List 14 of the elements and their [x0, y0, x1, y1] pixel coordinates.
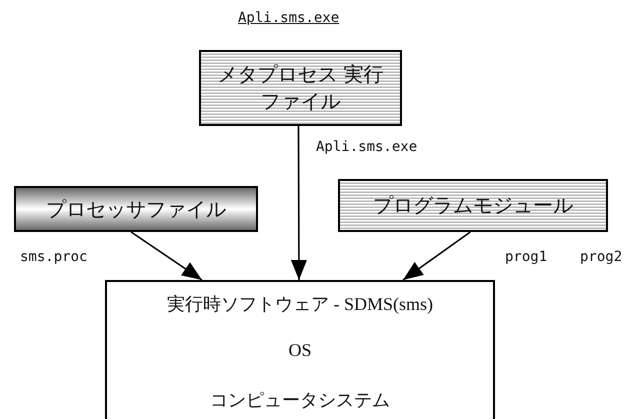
process-box: プロセッサファイル [14, 186, 258, 232]
arrow [402, 231, 471, 281]
file-name: sms.proc [20, 249, 88, 265]
arrow [290, 126, 307, 280]
file-name: Apli.sms.exe [238, 10, 340, 26]
file-name: prog1 [505, 249, 548, 265]
layer-box: 実行時ソフトウェア - SDMS(sms) [105, 280, 495, 328]
process-box: プログラムモジュール [338, 179, 608, 232]
layer-box: OS [105, 326, 495, 376]
file-name: prog2 [580, 249, 622, 265]
arrow [130, 231, 202, 281]
process-box: メタプロセス 実行ファイル [199, 50, 402, 126]
edge-label: Apli.sms.exe [316, 139, 418, 155]
layer-box: コンピュータシステム [105, 374, 495, 419]
